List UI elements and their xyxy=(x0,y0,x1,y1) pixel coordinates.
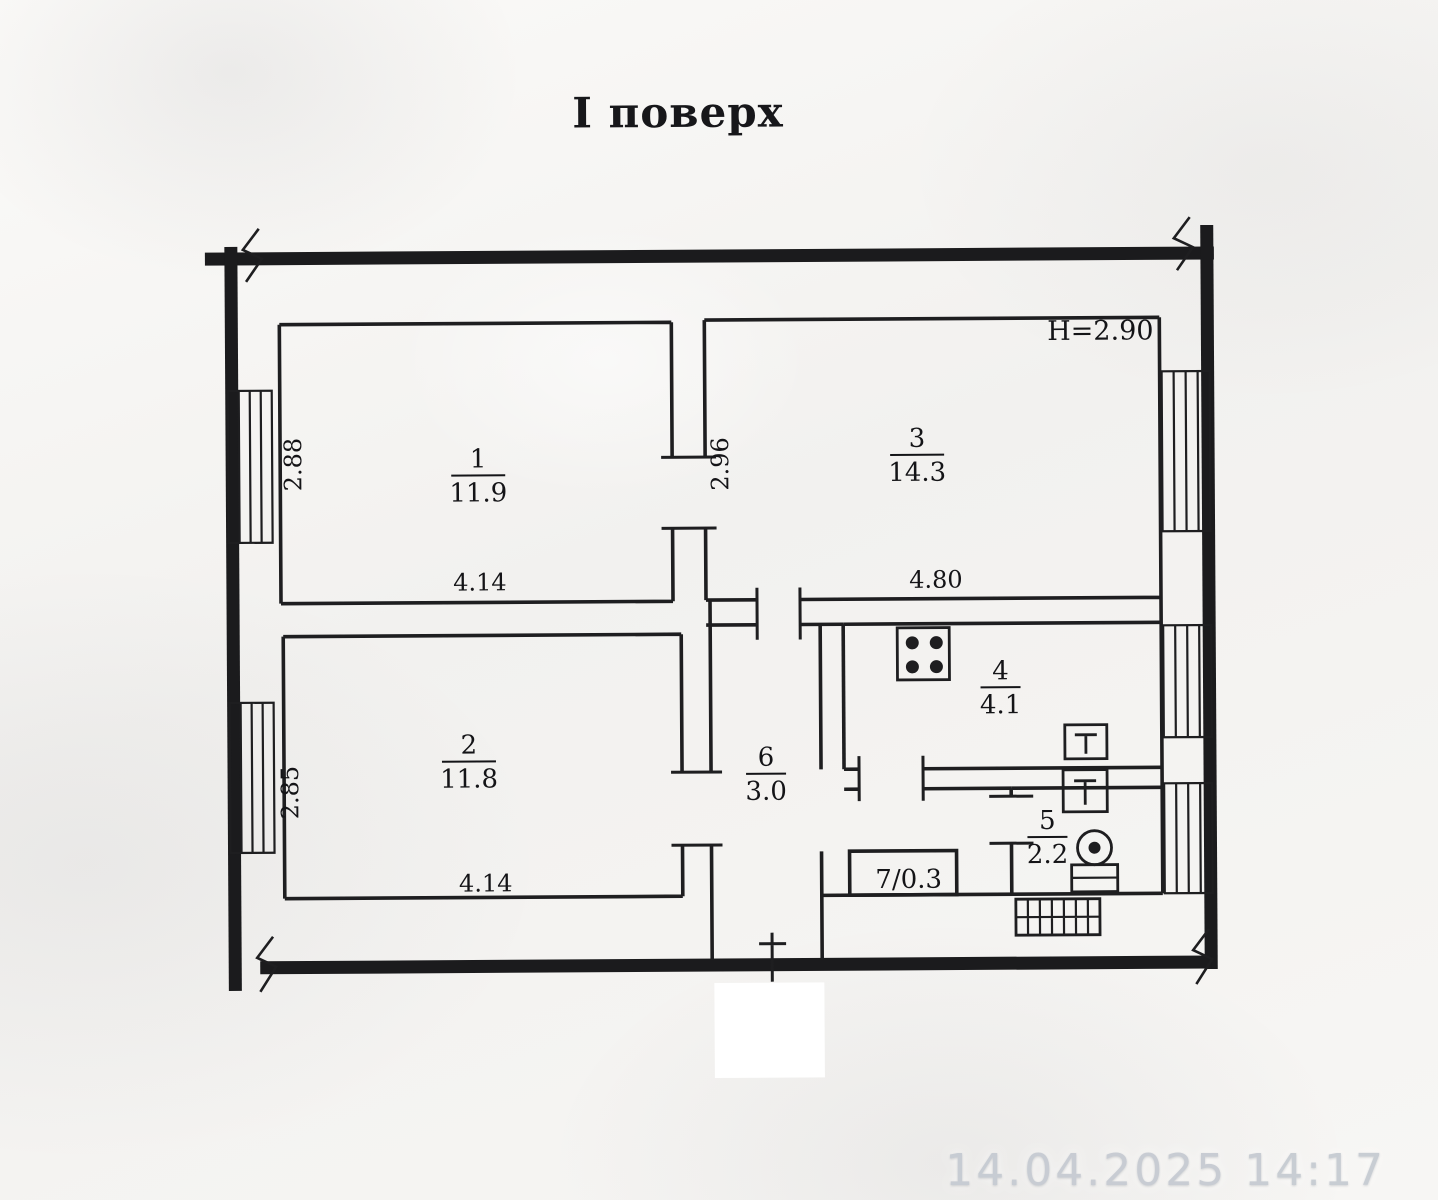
room-number: 3 xyxy=(909,424,926,454)
window-symbol-left-1 xyxy=(226,389,274,545)
dimension-label: 2.96 xyxy=(706,437,734,491)
sink-icon xyxy=(1063,723,1109,761)
room-area: 11.9 xyxy=(449,478,507,508)
room-number: 1 xyxy=(470,444,487,474)
room-number: 5 xyxy=(1039,806,1056,836)
room-1-label: 1 11.9 xyxy=(449,444,507,508)
room-3-outline xyxy=(702,315,1165,894)
door-opening-ticks xyxy=(755,587,802,640)
door-opening-ticks xyxy=(857,755,925,802)
window-symbol-right-2 xyxy=(1162,623,1213,739)
room-7-outline xyxy=(847,848,959,898)
dimension-label: 4.14 xyxy=(459,869,513,897)
outer-walls xyxy=(204,224,1218,992)
room-2-outline xyxy=(281,632,685,901)
blank-patch xyxy=(714,982,825,1079)
boiler-icon xyxy=(1061,768,1109,814)
room-number: 2 xyxy=(461,730,478,760)
door-opening-ticks xyxy=(661,455,717,530)
kitchen-walls xyxy=(841,620,1163,792)
break-line-icon xyxy=(240,216,1215,993)
dimension-label: 2.88 xyxy=(279,438,307,492)
dimension-label: 2.85 xyxy=(276,766,304,820)
ceiling-height-note: H=2.90 xyxy=(1047,315,1153,347)
room-5-label: 5 2.2 xyxy=(1027,806,1069,870)
dimension-label: 4.14 xyxy=(453,568,507,596)
room-4-label: 4 4.1 xyxy=(980,656,1022,720)
room-number: 6 xyxy=(758,743,775,773)
window-symbol-left-2 xyxy=(228,701,276,855)
camera-timestamp: 14.04.2025 14:17 xyxy=(945,1145,1386,1196)
toilet-icon xyxy=(1070,829,1120,894)
grille-icon xyxy=(1014,897,1102,937)
window-symbol-right-3 xyxy=(1163,781,1214,895)
door-opening-ticks xyxy=(671,770,723,847)
dimension-label: 4.80 xyxy=(909,566,963,594)
stove-icon xyxy=(895,626,951,682)
room-1-outline xyxy=(277,320,675,606)
room-area: 3.0 xyxy=(745,777,787,807)
room-7-label: 7/0.3 xyxy=(875,865,942,895)
window-symbol-right-1 xyxy=(1160,369,1212,533)
room-area: 14.3 xyxy=(888,458,946,488)
room-number: 4 xyxy=(992,656,1009,686)
room-area: 2.2 xyxy=(1027,840,1069,870)
corridor-walls xyxy=(706,601,844,961)
room-area: 4.1 xyxy=(980,690,1022,720)
room-6-label: 6 3.0 xyxy=(745,743,787,807)
room-area: 11.8 xyxy=(440,764,498,794)
room-2-label: 2 11.8 xyxy=(440,730,498,794)
entrance-door-mark xyxy=(759,932,787,982)
room-3-label: 3 14.3 xyxy=(888,424,946,488)
